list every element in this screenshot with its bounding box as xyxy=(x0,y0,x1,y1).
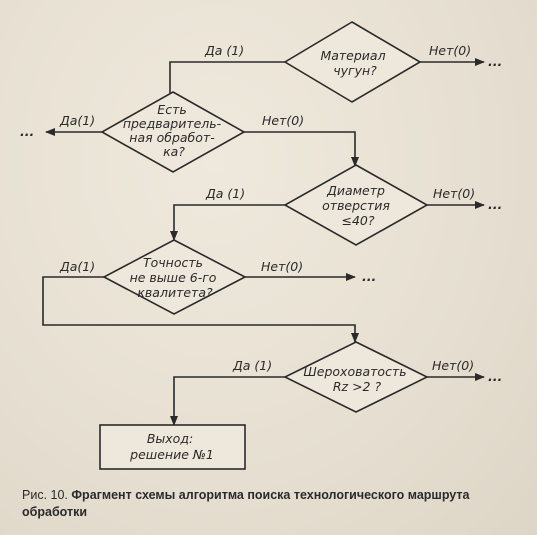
accuracy-line-1: Точность xyxy=(143,255,203,270)
exit-line-2: решение №1 xyxy=(129,447,214,462)
diameter-line-1: Диаметр xyxy=(326,183,385,198)
label-material-yes: Да (1) xyxy=(204,43,244,58)
label-accuracy-no: Нет(0) xyxy=(261,259,303,274)
accuracy-text: Точность не выше 6-го квалитета? xyxy=(130,255,221,300)
decision-accuracy xyxy=(102,239,247,315)
roughness-line-2: Rz >2 ? xyxy=(333,379,382,394)
figure-caption: Рис. 10. Фрагмент схемы алгоритма поиска… xyxy=(22,487,522,521)
caption-label: Рис. 10. xyxy=(22,488,68,502)
roughness-line-1: Шероховатость xyxy=(303,364,406,379)
continuation-pre-yes: ... xyxy=(20,124,34,139)
label-accuracy-yes: Да(1) xyxy=(59,259,95,274)
exit-box xyxy=(99,424,246,470)
label-pre-no: Нет(0) xyxy=(262,113,304,128)
material-line-2: чугун? xyxy=(333,63,377,78)
decision-pre-processing xyxy=(100,91,246,173)
diameter-line-2: отверстия xyxy=(322,198,390,213)
label-material-no: Нет(0) xyxy=(429,43,471,58)
label-diameter-yes: Да (1) xyxy=(205,186,245,201)
label-pre-yes: Да(1) xyxy=(59,113,95,128)
edge-accuracy-yes xyxy=(42,276,359,343)
continuation-diameter-no: ... xyxy=(488,197,502,212)
continuation-material-no: ... xyxy=(488,54,502,69)
material-line-1: Материал xyxy=(320,48,385,63)
diameter-line-3: ≤40? xyxy=(341,213,374,228)
pre-line-1: Есть xyxy=(157,102,186,117)
label-diameter-no: Нет(0) xyxy=(433,186,475,201)
continuation-roughness-no: ... xyxy=(488,369,502,384)
edge-pre-no xyxy=(244,131,359,167)
pre-line-3: ная обработ- xyxy=(129,130,215,145)
pre-processing-text: Есть предваритель- ная обработ- ка? xyxy=(123,102,225,159)
label-roughness-no: Нет(0) xyxy=(432,358,474,373)
pre-line-4: ка? xyxy=(163,144,185,159)
roughness-text: Шероховатость Rz >2 ? xyxy=(303,364,410,394)
decision-diameter xyxy=(283,164,429,246)
edge-material-yes xyxy=(166,61,285,107)
caption-text: Фрагмент схемы алгоритма поиска технолог… xyxy=(22,488,470,519)
exit-text: Выход: решение №1 xyxy=(129,431,214,462)
diameter-text: Диаметр отверстия ≤40? xyxy=(322,183,394,228)
accuracy-line-3: квалитета? xyxy=(137,285,213,300)
edge-roughness-yes xyxy=(170,376,285,426)
continuation-accuracy-no: ... xyxy=(362,269,376,284)
flowchart: Материал чугун? Есть предваритель- ная о… xyxy=(20,21,502,470)
decision-material xyxy=(283,21,422,103)
decision-roughness xyxy=(283,341,429,413)
material-text: Материал чугун? xyxy=(320,48,389,78)
exit-line-1: Выход: xyxy=(147,431,193,446)
label-roughness-yes: Да (1) xyxy=(232,358,272,373)
edge-diameter-yes xyxy=(170,204,285,241)
accuracy-line-2: не выше 6-го xyxy=(130,270,217,285)
pre-line-2: предваритель- xyxy=(123,116,222,131)
